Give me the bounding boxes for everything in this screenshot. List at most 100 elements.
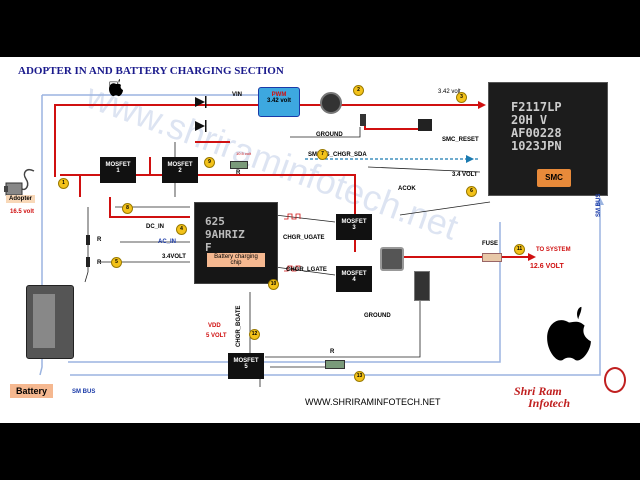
mosfet-5: MOSFET 5 [228,353,264,379]
lgate-pulse [284,265,301,272]
smc-reset-label: SMC_RESET [442,137,479,143]
inductor-top [320,92,342,114]
mosfet-2-label: MOSFET [167,162,193,168]
chgr-bgate-label: CHGR_BGATE [236,305,242,347]
black-acok [399,201,491,216]
mosfet-1: MOSFET 1 [100,157,136,183]
brand-logo: Shri Ram Infotech [514,385,570,409]
system-volt-label: 12.6 VOLT [530,263,564,270]
arrow-smbus-right [596,197,604,205]
r1-resistor [86,235,90,245]
badge-10: 10 [268,279,279,290]
sense-resistor [414,271,430,301]
mosfet-3-label: MOSFET [341,219,367,225]
badge-2: 2 [353,85,364,96]
mosfet-1-number: 1 [116,168,120,174]
badge-7: 7 [317,149,328,160]
arrow-to-smc [478,101,486,109]
reset-ic [418,119,432,131]
ground-top-label: GROUND [316,132,343,138]
fuse-label: FUSE [482,241,499,247]
arrow-to-system [528,253,536,261]
dc-in-label: DC_IN [146,224,165,230]
red-adapter-top [54,104,258,177]
black-lgate [274,266,336,276]
black-3v4-smc [367,166,481,173]
red-smc-reset [364,117,420,130]
to-system-label: TO SYSTEM [536,247,571,253]
mosfet-4-number: 4 [352,277,356,283]
smc-chip: F2117LP 20H V AF00228 1023JPN SMC [488,82,608,196]
diode-symbols [195,96,207,132]
black-ugate [274,214,336,223]
battery-cell [33,294,55,348]
adopter-label: Adopter [6,195,35,203]
pwm-label: PWM [271,92,287,98]
brand-line1: Shri Ram [514,384,562,398]
smc-chip-line: 20H V [511,113,548,127]
mosfet-3: MOSFET 3 [336,214,372,240]
sm-bus-bottom-label: SM BUS [72,389,96,395]
vdd-label: VDD [208,323,221,329]
apple-logo-large-icon [547,306,591,361]
badge-5: 5 [111,257,122,268]
battery-pack [26,285,74,359]
mosfet-2-number: 2 [178,168,182,174]
smc-chip-line: 1023JPN [511,139,562,153]
resistor-small-label: R [236,170,241,176]
schematic-canvas: www.shriraminfotech.net ADOPTER IN AND B… [0,57,640,423]
volt-34-label: 3.4 VOLT [452,172,478,178]
mosfet-4: MOSFET 4 [336,266,372,292]
arrow-smbus [466,155,474,163]
small-capacitor [360,114,366,126]
brand-s-icon [604,367,626,393]
resistor-small [230,161,248,169]
badge-3: 3 [456,92,467,103]
r-bottom [325,360,345,369]
vin-label: VIN [232,92,243,98]
pwm-volt: 3.42 volt [266,98,291,104]
mosfet-5-label: MOSFET [233,358,259,364]
badge-9: 9 [204,157,215,168]
battery-label: Battery [10,384,54,398]
blue-bus-left [39,95,43,376]
chip-label: Battery charging chip [207,253,265,267]
vdd-volt-label: 5 VOLT [206,333,227,339]
resistor-small-top: 10.5 volt [236,151,252,156]
smc-chip-line: AF00228 [511,126,562,140]
sm-bus-right-label: SM BUS [596,193,602,217]
badge-13: 13 [354,371,365,382]
mosfet-5-number: 5 [244,364,248,370]
adapter-plug-icon [4,168,35,196]
brand-line2: Infotech [528,396,570,410]
r1-label: R [97,237,102,243]
r2-resistor [86,257,90,267]
website-text: WWW.SHRIRAMINFOTECH.NET [305,397,441,407]
apple-logo-top-icon [109,79,123,97]
pwm-box: PWM 3.42 volt [258,87,300,117]
smc-chip-text: F2117LP 20H V AF00228 1023JPN [511,101,607,153]
badge-8: 8 [122,203,133,214]
adopter-volt: 16.5 volt [10,209,35,215]
ground-bottom-label: GROUND [364,313,391,319]
black-resistor-chain [84,207,89,283]
badge-1: 1 [58,178,69,189]
black-ground-bottom [265,277,421,358]
red-dc-in [109,197,190,218]
ugate-pulse [284,213,301,220]
smbus-chgr-label: SMBUS_CHGR_SDA [308,152,367,158]
mosfet-4-label: MOSFET [341,271,367,277]
diagram-title: ADOPTER IN AND BATTERY CHARGING SECTION [18,65,284,77]
badge-11: 11 [514,244,525,255]
smc-label: SMC [537,169,571,187]
acok-label: ACOK [398,186,416,192]
chgr-lgate-label: CHGR_LGATE [286,267,327,273]
badge-4: 4 [176,224,187,235]
smc-chip-line: F2117LP [511,100,562,114]
blue-bus-bottom [68,222,501,363]
black-ground-top [290,127,361,138]
mosfet-2: MOSFET 2 [162,157,198,183]
red-main-bus [60,174,356,215]
mosfet-3-number: 3 [352,225,356,231]
volt-34b-label: 3.4VOLT [162,254,186,260]
